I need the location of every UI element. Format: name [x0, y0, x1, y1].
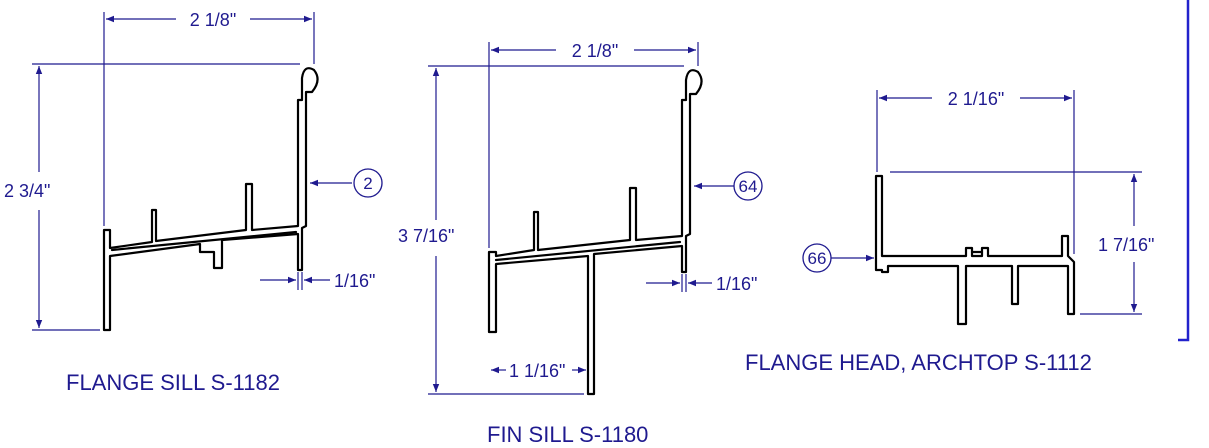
flange-sill-callout-label: 2 [363, 174, 372, 193]
flange-head-title: FLANGE HEAD, ARCHTOP S-1112 [745, 350, 1092, 375]
flange-head-profile [874, 174, 1076, 326]
flange-sill-width-label: 2 1/8" [190, 10, 236, 30]
flange-head-height-label: 1 7/16" [1098, 235, 1154, 255]
fin-sill-callout-bubble [733, 171, 763, 201]
flange-head-section: 2 1/16" 1 7/16" 66 FLANGE HEAD, ARCHTOP … [745, 89, 1154, 375]
flange-sill-height-label: 2 3/4" [4, 181, 50, 201]
flange-sill-wall-label: 1/16" [334, 271, 375, 291]
fin-sill-fin-label: 1 1/16" [509, 361, 565, 381]
fin-sill-callout-label: 64 [739, 177, 758, 196]
fin-sill-profile [487, 69, 703, 396]
fin-sill-wall-label: 1/16" [716, 274, 757, 294]
flange-sill-profile [102, 67, 319, 332]
flange-sill-title: FLANGE SILL S-1182 [66, 370, 280, 395]
fin-sill-inner-web [494, 240, 682, 262]
flange-head-callout-label: 66 [808, 249, 827, 268]
flange-sill-inner-web [110, 230, 298, 252]
fin-sill-title: FIN SILL S-1180 [487, 422, 648, 447]
drawing-frame-border [1178, 0, 1190, 342]
fin-sill-section: 2 1/8" 3 7/16" 1 1/16" 1/16" 64 FIN SILL… [398, 41, 763, 447]
flange-sill-callout-bubble [353, 168, 383, 198]
fin-sill-width-label: 2 1/8" [572, 41, 618, 61]
fin-sill-height-label: 3 7/16" [398, 226, 454, 246]
flange-sill-section: 2 1/8" 2 3/4" 1/16" 2 FLANGE SILL S-1182 [4, 10, 383, 395]
flange-head-width-label: 2 1/16" [948, 89, 1004, 109]
